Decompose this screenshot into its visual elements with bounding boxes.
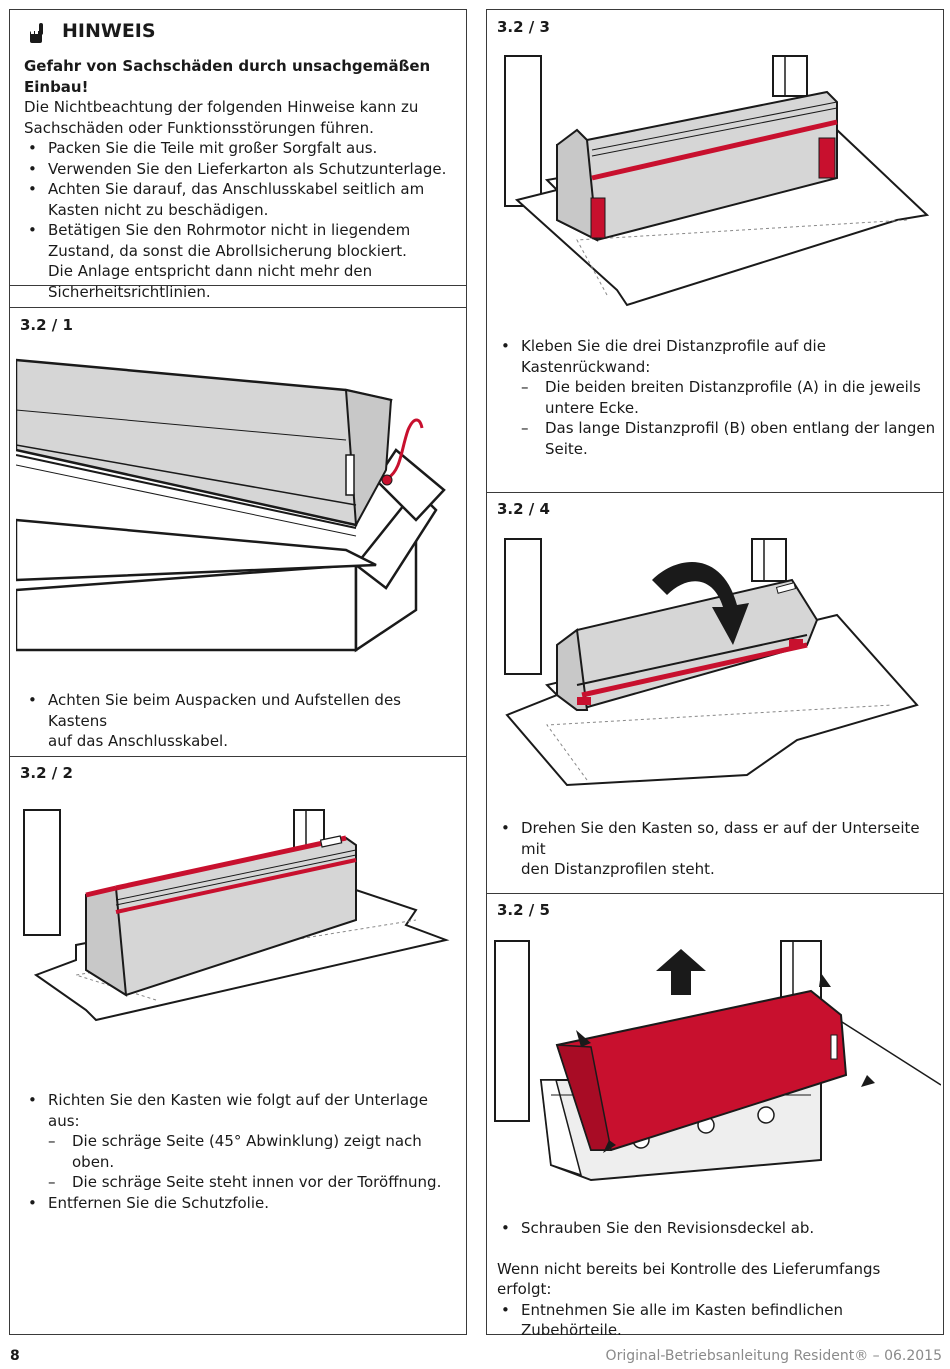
step-dash-continued: Seite.: [545, 439, 588, 458]
notice-body: Gefahr von Sachschäden durch unsachgemäß…: [24, 56, 464, 302]
step-label-3-2-5: 3.2 / 5: [497, 901, 550, 919]
step-3-2-4-text: Drehen Sie den Kasten so, dass er auf de…: [497, 818, 937, 880]
step-dash-item: Die schräge Seite steht innen vor der To…: [24, 1172, 464, 1193]
hand-pointing-icon: [30, 23, 43, 43]
page-number: 8: [10, 1348, 20, 1364]
step-bullet: Drehen Sie den Kasten so, dass er auf de…: [497, 818, 937, 859]
step-bullet-continued: den Distanzprofilen steht.: [521, 860, 715, 878]
notice-bullet-continued: Sicherheitsrichtlinien.: [48, 282, 211, 301]
notice-title: HINWEIS: [62, 20, 156, 42]
step-bullet: Schrauben Sie den Revisionsdeckel ab.: [497, 1218, 937, 1239]
step-bullet: Entfernen Sie die Schutzfolie.: [24, 1193, 464, 1214]
notice-intro-line: Die Nichtbeachtung der folgenden Hinweis…: [24, 98, 419, 116]
illustration-rotate-box: [504, 538, 919, 787]
step-3-2-3-text: Kleben Sie die drei Distanzprofile auf d…: [497, 336, 937, 459]
notice-bullet: Packen Sie die Teile mit großer Sorgfalt…: [24, 138, 464, 159]
step-bullet: Achten Sie beim Auspacken und Aufstellen…: [24, 690, 464, 731]
illustration-box-on-cardboard: [23, 809, 450, 1022]
step-3-2-1-text: Achten Sie beim Auspacken und Aufstellen…: [24, 690, 464, 752]
step-bullet-continued: Kastenrückwand:: [521, 357, 651, 376]
divider: [487, 492, 943, 493]
step-3-2-5-text: Schrauben Sie den Revisionsdeckel ab. We…: [497, 1218, 937, 1341]
step-3-2-2-text: Richten Sie den Kasten wie folgt auf der…: [24, 1090, 464, 1213]
step-bullet: Entnehmen Sie alle im Kasten befindliche…: [497, 1300, 937, 1341]
illustration-remove-cover: [494, 940, 941, 1182]
step-dash-continued: untere Ecke.: [545, 398, 639, 417]
step-label-3-2-1: 3.2 / 1: [20, 316, 73, 334]
divider: [487, 893, 943, 894]
step-label-3-2-4: 3.2 / 4: [497, 500, 550, 518]
divider: [10, 307, 466, 308]
left-column: HINWEIS Gefahr von Sachschäden durch uns…: [9, 9, 467, 1335]
step-bullet: Richten Sie den Kasten wie folgt auf der…: [24, 1090, 464, 1131]
notice-bullet-continued: Die Anlage entspricht dann nicht mehr de…: [48, 262, 373, 280]
divider: [10, 756, 466, 757]
step-bullet-continued: auf das Anschlusskabel.: [48, 732, 228, 750]
illustration-distance-profiles: [504, 55, 930, 307]
step-paragraph: Wenn nicht bereits bei Kontrolle des Lie…: [497, 1259, 881, 1299]
illustration-unpacking-box: [16, 358, 446, 653]
notice-bullet-continued: Zustand, da sonst die Abrollsicherung bl…: [48, 241, 407, 260]
divider: [10, 285, 466, 286]
step-dash-item: Die schräge Seite (45° Abwinklung) zeigt…: [24, 1131, 464, 1172]
step-bullet: Kleben Sie die drei Distanzprofile auf d…: [497, 336, 937, 357]
notice-intro-line: Sachschäden oder Funktionsstörungen führ…: [24, 118, 374, 137]
notice-bullet: Verwenden Sie den Lieferkarton als Schut…: [24, 159, 464, 180]
document-title: Original-Betriebsanleitung Resident® – 0…: [605, 1348, 942, 1364]
right-column: 3.2 / 3 Kleben Sie die drei Distanzprofi…: [486, 9, 944, 1339]
step-dash-item: Die beiden breiten Distanzprofile (A) in…: [497, 377, 937, 398]
step-label-3-2-3: 3.2 / 3: [497, 18, 550, 36]
step-label-3-2-2: 3.2 / 2: [20, 764, 73, 782]
notice-bullet: Betätigen Sie den Rohrmotor nicht in lie…: [24, 220, 464, 241]
notice-heading: Gefahr von Sachschäden durch unsachgemäß…: [24, 57, 431, 96]
notice-bullet: Achten Sie darauf, das Anschlusskabel se…: [24, 179, 464, 200]
notice-bullet-continued: Kasten nicht zu beschädigen.: [48, 200, 269, 219]
step-dash-item: Das lange Distanzprofil (B) oben entlang…: [497, 418, 937, 439]
